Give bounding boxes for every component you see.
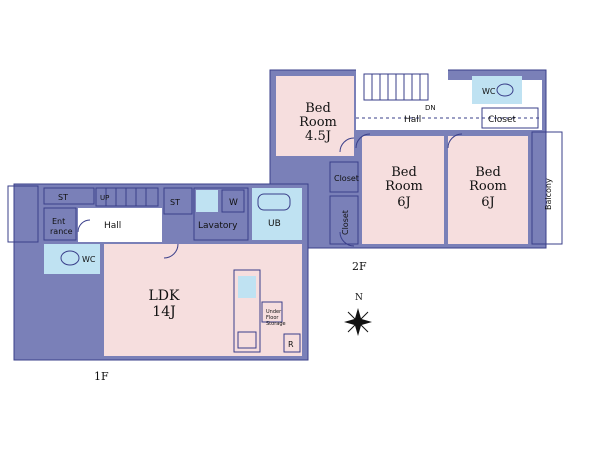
compass-icon: N xyxy=(344,293,372,336)
closet-mid-label: Closet xyxy=(334,174,359,183)
washer-label: W xyxy=(229,198,238,208)
balcony xyxy=(531,131,563,245)
kitchen-stove xyxy=(237,331,257,349)
under-floor-label-a: Under xyxy=(266,309,282,315)
bed-room-1-label-b: Room xyxy=(299,115,337,130)
first-floor-wc xyxy=(44,244,100,274)
bed-room-1 xyxy=(276,76,354,156)
first-floor-up-label: UP xyxy=(100,194,109,202)
second-floor-hall-label: Hall xyxy=(404,115,421,125)
second-floor-wc-label: WC xyxy=(482,87,496,96)
entrance xyxy=(43,207,77,241)
entrance-porch xyxy=(7,185,39,243)
bed-room-2-label-b: Room xyxy=(385,179,423,194)
bed-room-2 xyxy=(362,136,444,244)
storage-mid-label: ST xyxy=(170,198,180,207)
under-floor-label-b: Floor xyxy=(266,315,279,321)
second-floor-down-label: DN xyxy=(425,104,436,112)
second-floor-label: 2F xyxy=(352,260,367,273)
first-floor-wc-label: WC xyxy=(82,255,96,264)
bed-room-1-label-a: Bed xyxy=(305,101,331,116)
storage-left xyxy=(43,187,95,205)
entrance-label-a: Ent xyxy=(52,217,65,226)
ldk xyxy=(104,244,302,356)
washer-space xyxy=(221,189,245,213)
storage-mid xyxy=(163,187,193,215)
second-floor-plan: Bed Room 4.5J Bed Room 6J Bed Room 6J Ha… xyxy=(269,68,563,273)
bed-room-1-size: 4.5J xyxy=(305,129,331,144)
lavatory-sink xyxy=(196,190,218,212)
first-floor-stairs xyxy=(95,187,159,207)
unit-bath xyxy=(252,188,302,240)
refrigerator-label: R xyxy=(288,340,294,349)
under-floor-label-c: Storage xyxy=(266,321,286,327)
bed-room-3-size: 6J xyxy=(481,195,494,210)
closet-vert xyxy=(329,195,359,245)
second-floor-stairs xyxy=(363,73,429,101)
entrance-label-b: rance xyxy=(50,227,73,236)
bed-room-2-label-a: Bed xyxy=(391,165,417,180)
bed-room-3 xyxy=(448,136,528,244)
closet-mid xyxy=(329,161,359,193)
compass-north-label: N xyxy=(355,293,363,303)
first-floor-plan: LDK 14J Hall Ent rance WC Lavatory UB ST… xyxy=(7,183,309,383)
ldk-size: 14J xyxy=(152,304,175,320)
first-floor-label: 1F xyxy=(94,370,109,383)
kitchen-sink xyxy=(238,276,256,298)
first-floor-hall-label: Hall xyxy=(104,221,121,231)
under-floor-storage xyxy=(261,301,283,323)
bed-room-3-label-a: Bed xyxy=(475,165,501,180)
lavatory xyxy=(193,187,249,241)
closet-top-label: Closet xyxy=(488,115,517,125)
bed-room-2-size: 6J xyxy=(397,195,410,210)
ldk-label: LDK xyxy=(149,288,181,304)
balcony-label: Balcony xyxy=(544,178,553,210)
closet-vert-label: Closet xyxy=(341,210,350,235)
first-floor-hall xyxy=(78,208,162,242)
lavatory-label: Lavatory xyxy=(198,221,238,231)
unit-bath-label: UB xyxy=(268,219,281,229)
bed-room-3-label-b: Room xyxy=(469,179,507,194)
storage-left-label: ST xyxy=(58,193,68,202)
refrigerator-space xyxy=(283,333,301,353)
kitchen-counter xyxy=(233,269,261,353)
